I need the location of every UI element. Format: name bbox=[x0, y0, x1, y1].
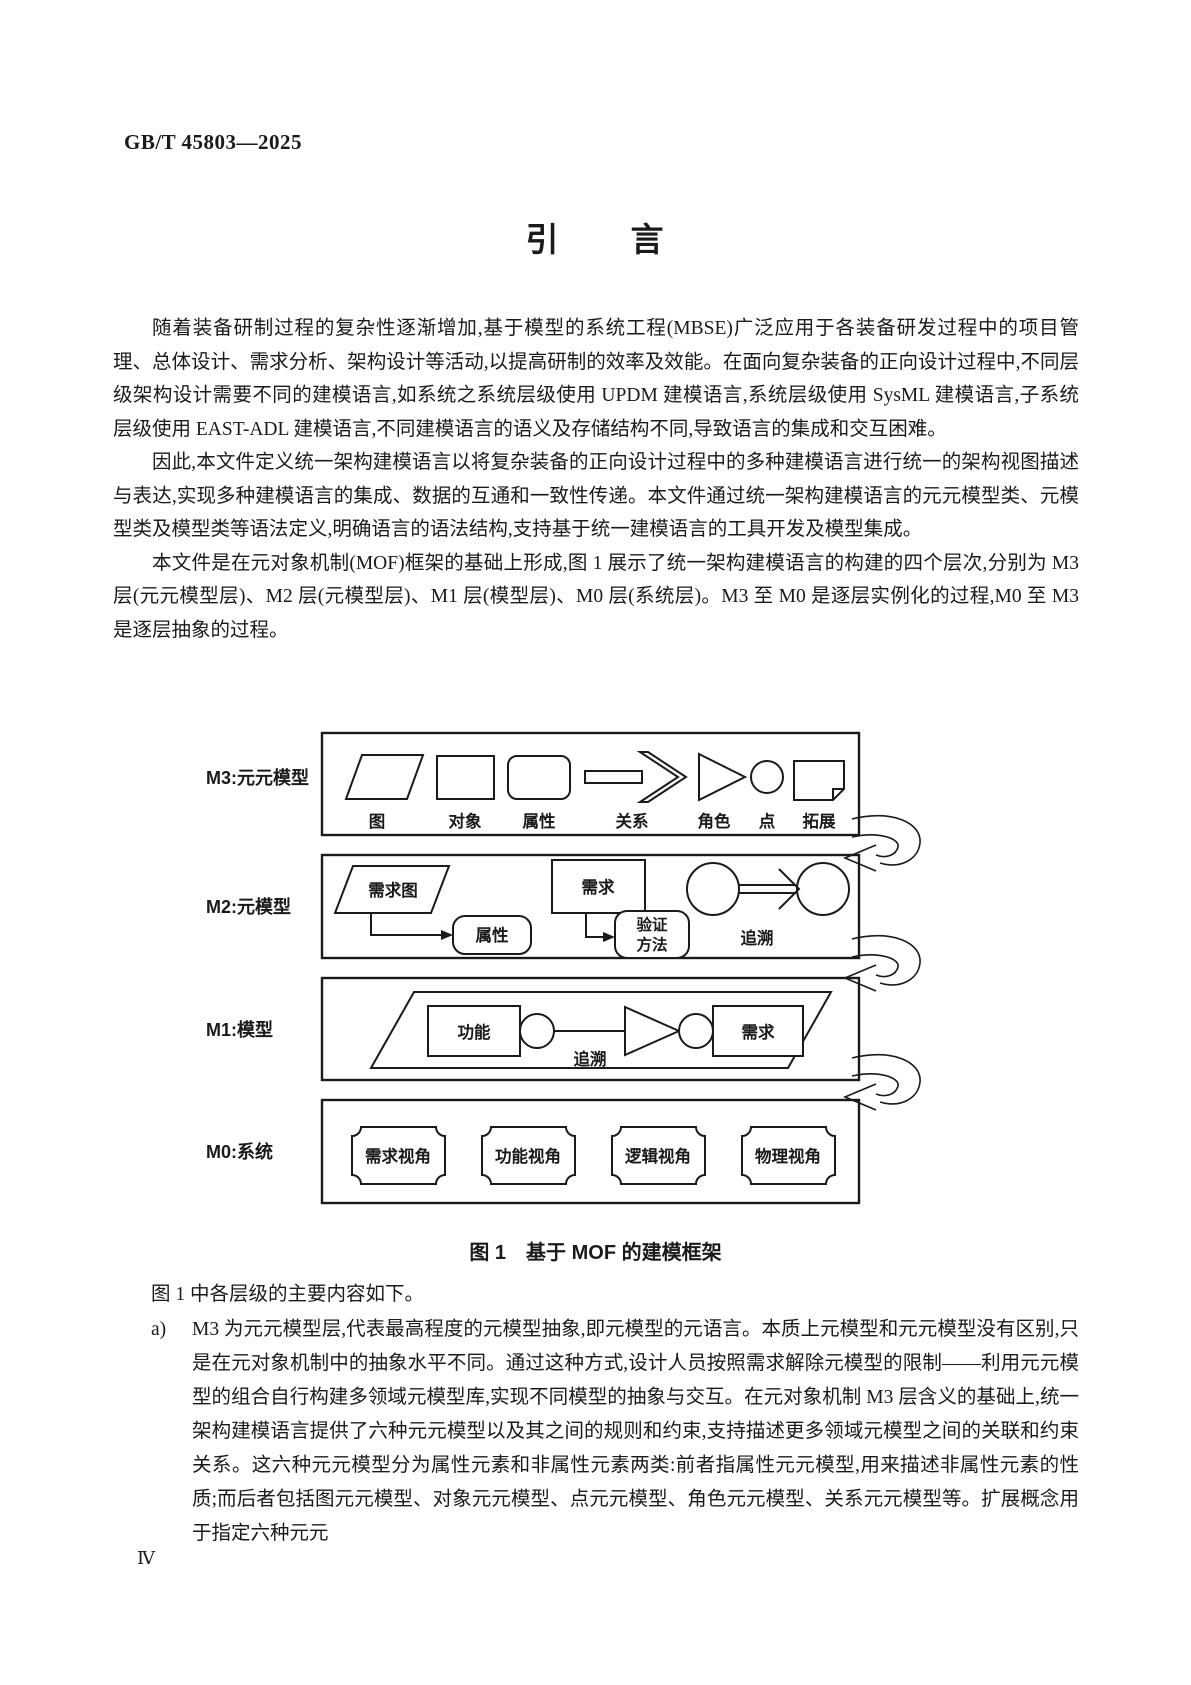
m3-label-object: 对象 bbox=[449, 811, 483, 831]
relation-arrow-shaft-icon bbox=[584, 770, 643, 784]
relation-arrowhead-icon bbox=[636, 751, 688, 803]
m0-view-label-4: 物理视角 bbox=[755, 1146, 821, 1166]
m2-trace-double-line bbox=[739, 884, 796, 894]
point-circle-icon bbox=[750, 760, 784, 794]
m2-elbow-connector-2 bbox=[585, 913, 603, 938]
m3-label-attribute: 属性 bbox=[523, 811, 556, 831]
m0-view-label-2: 功能视角 bbox=[495, 1146, 561, 1166]
m3-label-relation: 关系 bbox=[616, 811, 649, 831]
m1-trace-label: 追溯 bbox=[574, 1049, 607, 1069]
m3-layer-box bbox=[320, 731, 861, 837]
m0-view-plaque-3 bbox=[611, 1126, 706, 1185]
requirement-diagram-node bbox=[333, 865, 451, 914]
m1-function-label: 功能 bbox=[458, 1022, 492, 1042]
m2-trace-label: 追溯 bbox=[741, 928, 774, 948]
m3-label-diagram: 图 bbox=[369, 812, 386, 831]
list-item-a-marker: a) bbox=[151, 1319, 167, 1340]
m2-verify-label-line2: 方法 bbox=[636, 935, 667, 954]
figure-caption: 图 1 基于 MOF 的建模框架 bbox=[469, 1242, 722, 1264]
page-number: Ⅳ bbox=[137, 1548, 155, 1568]
m0-view-plaque-4 bbox=[741, 1126, 836, 1185]
m1-function-node bbox=[427, 1005, 521, 1057]
diagram-parallelogram-icon bbox=[344, 754, 425, 800]
list-item-a-text: M3 为元元模型层,代表最高程度的元模型抽象,即元模型的元语言。本质上元模型和元… bbox=[192, 1319, 1079, 1544]
attribute-roundrect-icon bbox=[507, 755, 571, 800]
cycle-arrow-icon-3 bbox=[842, 1053, 921, 1111]
m2-trace-circle-left bbox=[686, 862, 740, 916]
m2-arrowhead-1 bbox=[441, 930, 453, 940]
paragraph-2: 因此,本文件定义统一架构建模语言以将复杂装备的正向设计过程中的多种建模语言进行统… bbox=[113, 452, 1079, 540]
list-intro: 图 1 中各层级的主要内容如下。 bbox=[151, 1284, 425, 1305]
m1-layer-box bbox=[320, 976, 861, 1082]
m0-view-plaque-2 bbox=[481, 1126, 576, 1185]
requirement-diagram-label: 需求图 bbox=[368, 880, 418, 900]
list-item-a: a) M3 为元元模型层,代表最高程度的元模型抽象,即元模型的元语言。本质上元模… bbox=[151, 1313, 1079, 1551]
paragraph-3: 本文件是在元对象机制(MOF)框架的基础上形成,图 1 展示了统一架构建模语言的… bbox=[113, 552, 1079, 641]
layer-label-m2: M2:元模型 bbox=[206, 896, 291, 917]
m1-port-circle-left bbox=[519, 1013, 555, 1049]
m3-label-extension: 拓展 bbox=[803, 812, 837, 831]
m3-label-role: 角色 bbox=[698, 811, 732, 831]
m2-requirement-node bbox=[551, 859, 646, 914]
m1-requirement-label: 需求 bbox=[742, 1022, 776, 1042]
m2-layer-box bbox=[320, 853, 861, 960]
m0-view-label-1: 需求视角 bbox=[365, 1146, 431, 1166]
mof-framework-figure: M3:元元模型 M2:元模型 M1:模型 M0:系统 图 对象 属性 关系 角色… bbox=[206, 731, 921, 1205]
doc-number: GB/T 45803—2025 bbox=[124, 130, 303, 154]
m2-arrowhead-2 bbox=[603, 932, 615, 942]
m2-verify-label-line1: 验证 bbox=[636, 915, 668, 934]
body-text: 随着装备研制过程的复杂性逐渐增加,基于模型的系统工程(MBSE)广泛应用于各装备… bbox=[113, 312, 1079, 647]
cycle-arrow-icon-2 bbox=[842, 934, 921, 992]
cycle-arrow-icon-1 bbox=[842, 814, 921, 872]
m0-view-label-3: 逻辑视角 bbox=[625, 1146, 691, 1166]
m1-port-circle-right bbox=[678, 1013, 714, 1049]
m2-requirement-label: 需求 bbox=[582, 877, 616, 897]
layer-label-m0: M0:系统 bbox=[206, 1141, 273, 1162]
m3-label-point: 点 bbox=[759, 811, 776, 831]
m2-trace-circle-right bbox=[796, 862, 850, 916]
m2-attribute-node bbox=[452, 915, 532, 955]
layer-label-m1: M1:模型 bbox=[206, 1019, 273, 1040]
m2-verify-method-node bbox=[614, 910, 690, 959]
m0-view-plaque-1 bbox=[351, 1126, 446, 1185]
role-triangle-icon bbox=[698, 752, 748, 802]
m1-requirement-node bbox=[712, 1005, 804, 1057]
page-title: 引 言 bbox=[525, 221, 666, 258]
object-rect-icon bbox=[436, 755, 495, 800]
extension-note-icon bbox=[793, 760, 845, 801]
m2-elbow-connector-1 bbox=[370, 913, 441, 936]
layer-label-m3: M3:元元模型 bbox=[206, 767, 309, 788]
m2-trace-chevron-icon bbox=[778, 868, 801, 910]
extension-note-fold-icon bbox=[832, 788, 844, 800]
m1-triangle-icon bbox=[624, 1005, 682, 1057]
m0-layer-box bbox=[320, 1098, 861, 1205]
m2-attribute-label: 属性 bbox=[476, 925, 509, 945]
paragraph-1: 随着装备研制过程的复杂性逐渐增加,基于模型的系统工程(MBSE)广泛应用于各装备… bbox=[113, 318, 1079, 440]
